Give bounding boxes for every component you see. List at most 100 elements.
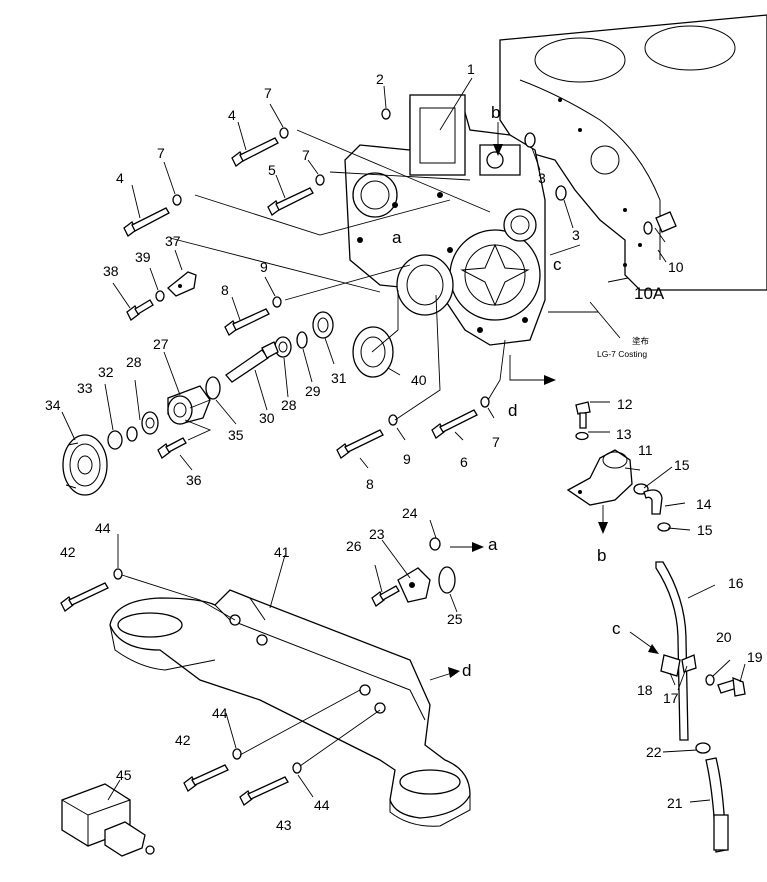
callout-20: 20	[716, 629, 732, 645]
bolt-43	[239, 776, 289, 806]
housing-27	[167, 385, 211, 425]
bolt-4-upper	[231, 137, 279, 167]
callout-3-upper: 3	[538, 170, 546, 186]
washer-7-mid	[315, 174, 325, 186]
callout-12: 12	[617, 396, 633, 412]
clamp-15-lower	[657, 522, 671, 532]
callout-3-lower: 3	[572, 227, 580, 243]
snap-ring-29	[296, 331, 308, 349]
o-ring-3-upper	[524, 132, 536, 148]
callout-24: 24	[402, 505, 418, 521]
washer-44-mid	[232, 748, 242, 760]
front-support-41	[109, 589, 471, 827]
bearing-28-lower	[141, 411, 159, 435]
callout-labels: 1 2 3 3 4 4 5 6 7 7 7 7 8 8 9 9 10 10A 1…	[45, 61, 763, 833]
callout-15-lower: 15	[697, 522, 713, 538]
callout-7-c: 7	[302, 147, 310, 163]
sealant-note-text: LG-7 Costing	[597, 349, 647, 359]
callout-35: 35	[228, 427, 244, 443]
callout-23: 23	[369, 526, 385, 542]
pin-2	[381, 108, 391, 120]
seal-40	[352, 326, 394, 378]
callout-10a: 10A	[634, 284, 665, 303]
o-ring-25	[438, 566, 456, 594]
callout-7-a: 7	[264, 85, 272, 101]
callout-15-upper: 15	[674, 457, 690, 473]
washer-39	[155, 290, 165, 302]
callout-30: 30	[259, 410, 275, 426]
sender-23	[397, 567, 431, 603]
callout-8-upper: 8	[221, 282, 229, 298]
callout-18: 18	[637, 682, 653, 698]
washer-13	[575, 431, 589, 441]
ref-b-breather: b	[597, 546, 606, 565]
sealant-note-kanji: 塗布	[632, 336, 649, 346]
callout-44-lower: 44	[314, 797, 330, 813]
bracket-17	[681, 654, 697, 673]
callout-43: 43	[276, 817, 292, 833]
callout-40: 40	[411, 372, 427, 388]
ref-a-sender: a	[488, 535, 498, 554]
callout-39: 39	[135, 249, 151, 265]
callout-41: 41	[274, 544, 290, 560]
callout-4-upper: 4	[228, 107, 236, 123]
callout-22: 22	[646, 744, 662, 760]
callout-14: 14	[696, 496, 712, 512]
callout-16: 16	[728, 575, 744, 591]
washer-9-lower	[388, 414, 398, 426]
bolt-38	[126, 299, 154, 321]
bolt-42-lower	[183, 764, 229, 792]
callout-32: 32	[98, 364, 114, 380]
reference-letters: a a b b c c d d d	[392, 103, 621, 680]
o-ring-35	[205, 376, 221, 400]
callout-8-lower: 8	[366, 476, 374, 492]
ref-c-tube: c	[612, 619, 621, 638]
callout-42-lower: 42	[175, 732, 191, 748]
callout-4-lower: 4	[116, 170, 124, 186]
ref-b-case: b	[491, 103, 500, 122]
callout-10: 10	[668, 259, 684, 275]
washer-7-right	[480, 396, 490, 408]
callout-19: 19	[747, 649, 763, 665]
bolt-26	[371, 585, 400, 607]
gear-31	[312, 311, 334, 339]
gear-case-seal-ring	[396, 254, 454, 316]
callout-36: 36	[186, 472, 202, 488]
washer-44-lower	[292, 762, 302, 774]
callout-28-lower: 28	[126, 354, 142, 370]
washer-7-lower	[172, 194, 182, 206]
callout-27: 27	[153, 336, 169, 352]
sleeve-18	[660, 654, 681, 677]
callout-9-upper: 9	[260, 259, 268, 275]
plug-10	[643, 211, 677, 235]
callout-21: 21	[667, 795, 683, 811]
ref-d-support: d	[462, 661, 471, 680]
breather-11	[566, 449, 633, 506]
washer-20	[705, 674, 715, 686]
callout-29: 29	[305, 383, 321, 399]
callout-17: 17	[663, 690, 679, 706]
washer-44-upper	[113, 568, 123, 580]
callout-26: 26	[346, 538, 362, 554]
bolt-36	[157, 437, 187, 459]
callout-31: 31	[331, 370, 347, 386]
direction-arrows	[429, 122, 659, 681]
bolt-6	[431, 409, 478, 439]
callout-33: 33	[77, 380, 93, 396]
callout-37: 37	[165, 233, 181, 249]
callout-45: 45	[116, 767, 132, 783]
o-ring-3-lower	[555, 185, 567, 201]
tube-16	[655, 561, 689, 741]
callout-44-mid: 44	[212, 705, 228, 721]
bearing-28-upper	[274, 336, 292, 358]
callout-7-b: 7	[157, 145, 165, 161]
bolt-4-lower	[123, 207, 170, 237]
spacer-33	[107, 430, 123, 450]
ref-d-case: d	[508, 401, 517, 420]
callout-13: 13	[616, 426, 632, 442]
gear-case	[344, 94, 546, 346]
washer-9-upper	[272, 296, 282, 308]
bolt-19	[717, 676, 746, 697]
seal-32	[126, 426, 138, 442]
